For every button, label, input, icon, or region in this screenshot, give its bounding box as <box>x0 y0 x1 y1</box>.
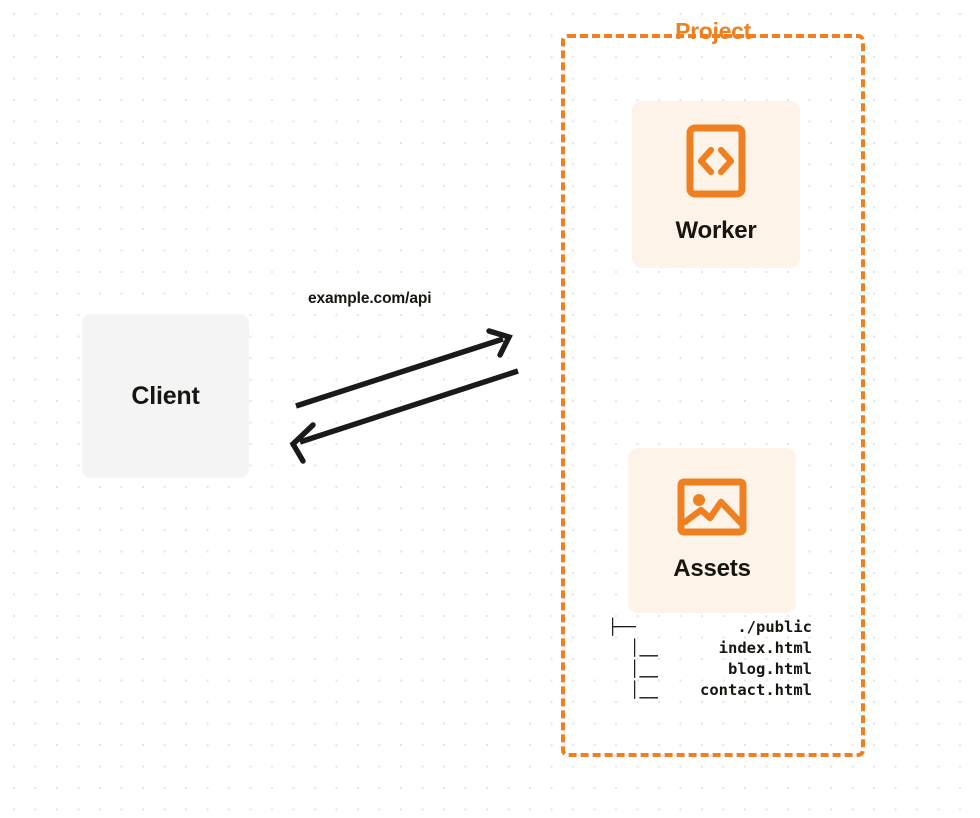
tree-branch-glyph: │__ <box>630 639 658 657</box>
code-brackets-icon <box>686 124 746 203</box>
file-tree-row: │__ index.html <box>600 638 812 659</box>
file-tree-row: │__ blog.html <box>600 659 812 680</box>
worker-card[interactable]: Worker <box>632 101 800 268</box>
file-tree-row: │__ contact.html <box>600 680 812 701</box>
assets-card-label: Assets <box>673 555 751 582</box>
assets-file-tree: ├── ./public │__ index.html │__ blog.htm… <box>600 617 812 701</box>
file-tree-name: index.html <box>718 639 812 657</box>
file-tree-name: blog.html <box>728 660 812 678</box>
connection-label: example.com/api <box>308 290 432 307</box>
request-arrow-icon <box>295 328 513 409</box>
file-tree-name: ./public <box>737 618 812 636</box>
tree-branch-glyph: │__ <box>630 681 658 699</box>
project-title: Project <box>675 18 751 44</box>
worker-card-label: Worker <box>675 217 757 244</box>
tree-branch-glyph: │__ <box>630 660 658 678</box>
client-node[interactable]: Client <box>82 314 249 478</box>
assets-card[interactable]: Assets <box>628 448 796 613</box>
image-icon <box>677 478 747 541</box>
response-arrow-icon <box>289 368 519 464</box>
project-container: Project <box>561 20 865 757</box>
client-node-label: Client <box>131 381 200 410</box>
file-tree-row: ├── ./public <box>600 617 812 638</box>
file-tree-name: contact.html <box>700 681 812 699</box>
tree-branch-glyph: ├── <box>608 618 636 636</box>
